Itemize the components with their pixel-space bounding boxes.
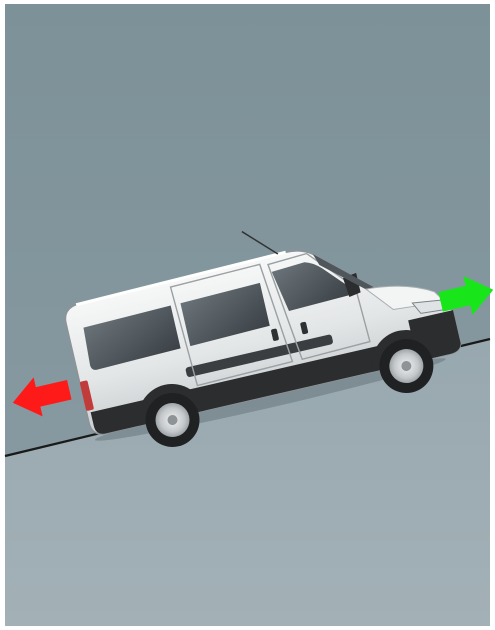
van-slope-illustration: [0, 0, 495, 630]
